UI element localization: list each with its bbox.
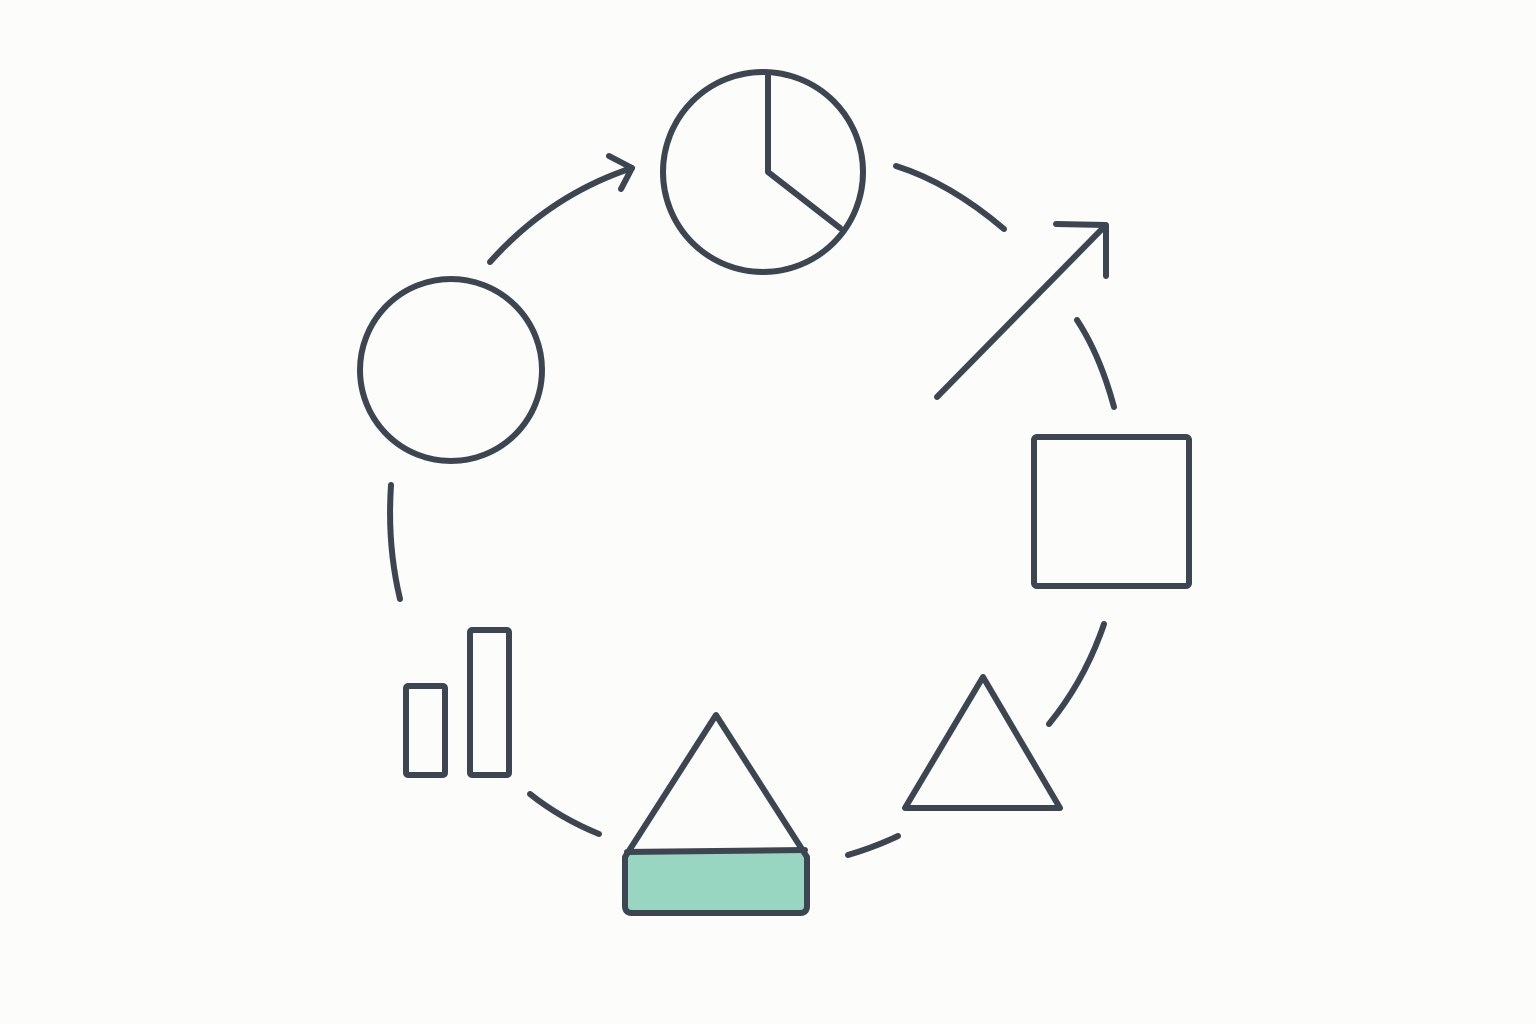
pentagon-house-icon: [622, 712, 810, 916]
bar-chart-icon: [403, 627, 512, 778]
house-base-fill: [628, 853, 806, 911]
diagonal-arrow-icon: [934, 221, 1109, 400]
bar-tall: [467, 627, 512, 778]
square-icon: [1031, 434, 1192, 589]
connector-circle-to-pie: [487, 165, 635, 265]
circle-icon: [357, 276, 545, 464]
connector-bars-to-circle: [387, 482, 403, 602]
connectors: [387, 153, 1117, 858]
connector-house-to-bars: [527, 791, 602, 837]
pie-chart-icon: [660, 69, 866, 275]
bar-short: [403, 683, 448, 778]
connector-square-to-triangle: [1046, 621, 1107, 727]
triangle-icon: [902, 674, 1063, 811]
connector-pie-to-trend: [893, 163, 1007, 232]
arrowhead-icon: [606, 153, 635, 192]
connector-trend-to-square: [1074, 317, 1117, 410]
connector-triangle-to-house: [845, 833, 901, 858]
